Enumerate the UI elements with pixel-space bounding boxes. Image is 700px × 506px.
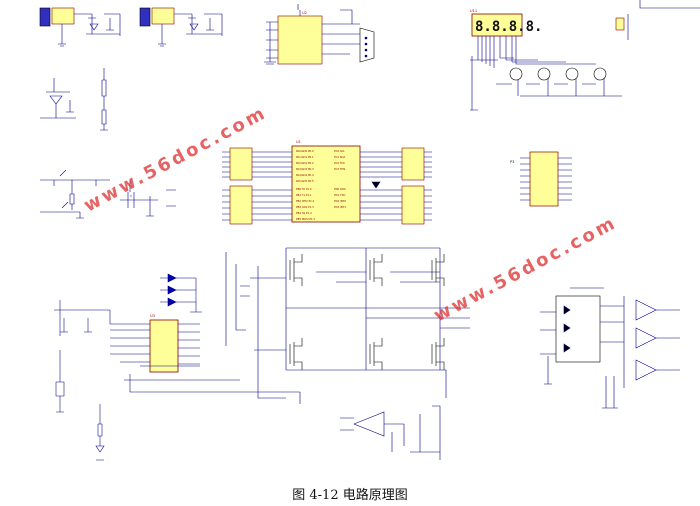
svg-text:PA5/AD5 P0.5: PA5/AD5 P0.5 — [296, 179, 314, 183]
svg-text:U11: U11 — [470, 9, 477, 13]
svg-text:PD0 RXD: PD0 RXD — [334, 187, 346, 191]
svg-text:PA1/AD1 P0.1: PA1/AD1 P0.1 — [296, 155, 314, 159]
svg-text:PB5 MOSI P1.5: PB5 MOSI P1.5 — [296, 217, 315, 221]
svg-text:PA4/AD4 P0.4: PA4/AD4 P0.4 — [296, 173, 314, 177]
gate-driver-block — [54, 273, 300, 461]
svg-text:PB3 OC0 P1.3: PB3 OC0 P1.3 — [296, 205, 314, 209]
svg-text:PB2 INT2 P1.2: PB2 INT2 P1.2 — [296, 199, 315, 203]
regulator-block-2 — [139, 7, 223, 47]
svg-text:U3: U3 — [150, 314, 155, 318]
svg-text:PD3 INT1: PD3 INT1 — [334, 205, 346, 209]
reset-switch-block — [40, 68, 176, 219]
figure-caption: 图 4-12 电路原理图 — [292, 488, 408, 503]
regulator-block-1 — [39, 7, 121, 47]
rs232-block — [264, 4, 375, 65]
component-labels: U11 U2 U1 U3 P3 — [150, 9, 514, 318]
svg-text:PD2 INT0: PD2 INT0 — [334, 199, 346, 203]
svg-text:PC3 TMS: PC3 TMS — [334, 167, 346, 171]
svg-text:PA0/AD0 P0.0: PA0/AD0 P0.0 — [296, 149, 314, 153]
svg-text:PC2 TCK: PC2 TCK — [334, 161, 345, 165]
svg-text:U2: U2 — [302, 11, 307, 15]
opto-comparator-block — [540, 287, 680, 409]
svg-text:PC0 SCL: PC0 SCL — [334, 149, 345, 153]
right-ic-block — [520, 151, 572, 207]
svg-text:PB0 T0 P1.0: PB0 T0 P1.0 — [296, 187, 312, 191]
svg-text:PB4 SS P1.4: PB4 SS P1.4 — [296, 211, 312, 215]
svg-text:PA2/AD2 P0.2: PA2/AD2 P0.2 — [296, 161, 314, 165]
svg-text:P3: P3 — [510, 160, 514, 164]
svg-text:PC1 SDA: PC1 SDA — [334, 155, 345, 159]
svg-text:U1: U1 — [296, 140, 301, 144]
svg-text:PA3/AD3 P0.3: PA3/AD3 P0.3 — [296, 167, 314, 171]
svg-text:PD1 TXD: PD1 TXD — [334, 193, 345, 197]
svg-text:PB1 T1 P1.1: PB1 T1 P1.1 — [296, 193, 312, 197]
segment-display-digits: 8.8.8.8. — [475, 19, 542, 35]
mosfet-bridge-block — [225, 247, 470, 460]
seven-segment-block: 8.8.8.8. — [470, 0, 700, 111]
